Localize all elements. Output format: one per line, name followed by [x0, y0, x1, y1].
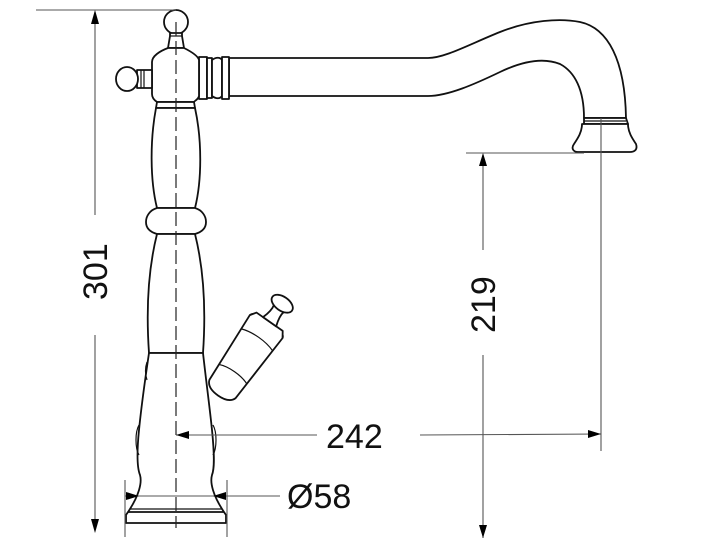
dimension-label-diameter-58: Ø58 — [287, 478, 351, 516]
dimension-base-diameter — [124, 480, 280, 537]
dimension-label-242: 242 — [326, 418, 383, 456]
lower-body — [125, 233, 227, 524]
dimension-overall-height — [36, 9, 176, 533]
dimension-label-301: 301 — [77, 243, 115, 300]
dimension-spout-reach — [176, 118, 602, 451]
lever-handle — [208, 293, 294, 402]
dimension-spout-height — [466, 152, 584, 538]
dimension-label-219: 219 — [465, 276, 503, 333]
spout-collar — [198, 56, 230, 100]
faucet-head — [115, 9, 200, 109]
spout — [228, 19, 638, 153]
